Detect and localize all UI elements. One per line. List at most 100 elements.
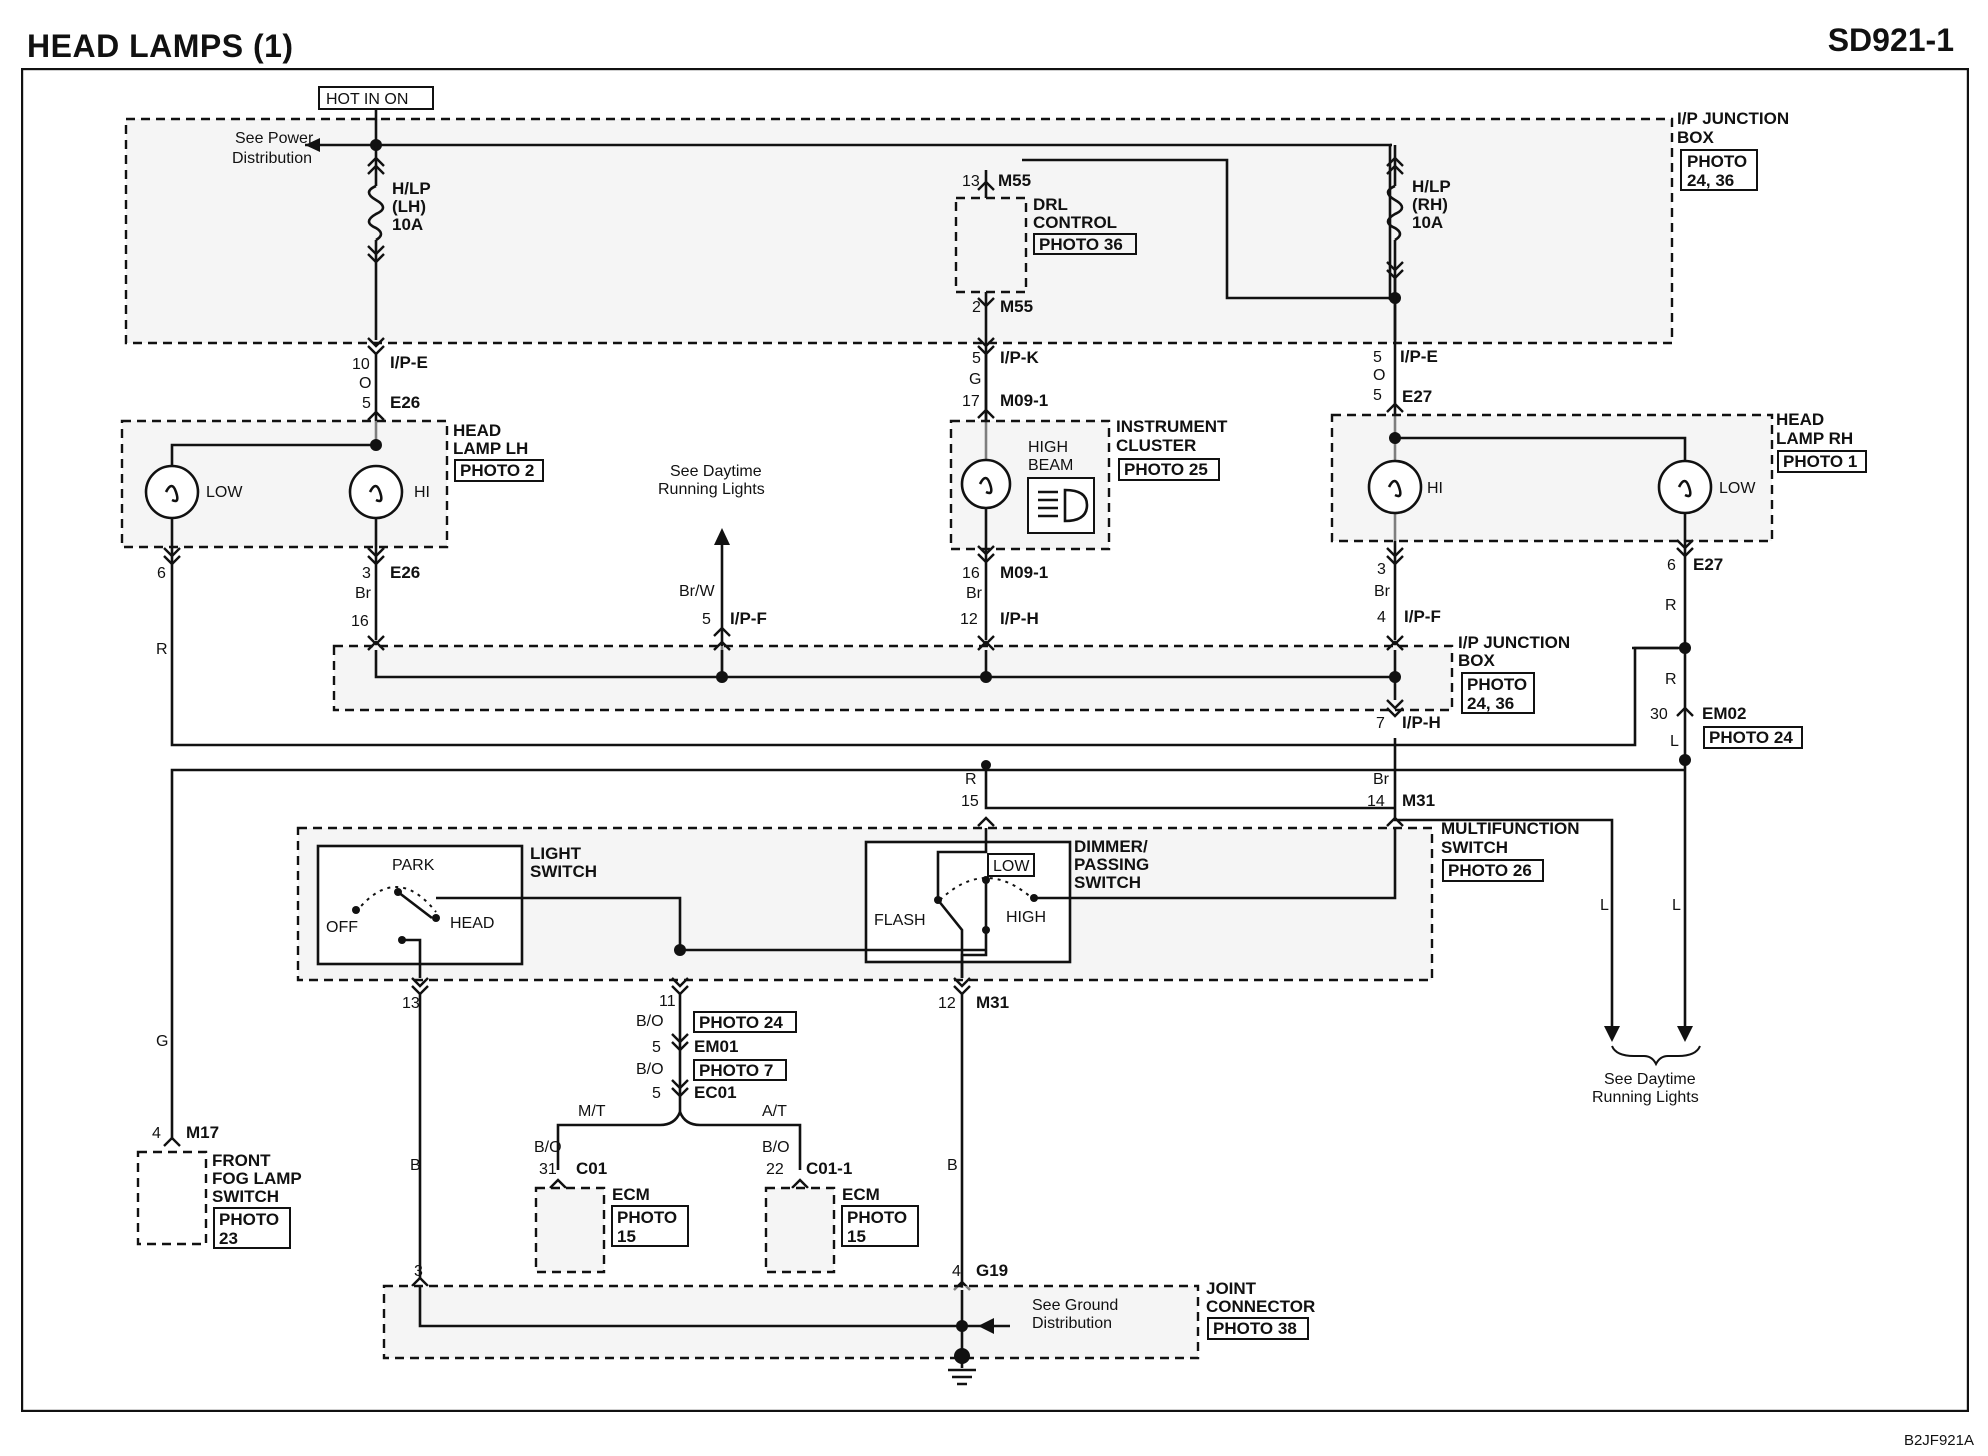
em01-photo: PHOTO 24: [699, 1013, 783, 1032]
wire-g: G: [969, 371, 981, 388]
dimmer-title-3: SWITCH: [1074, 873, 1141, 892]
dimmer-title: DIMMER/: [1074, 837, 1148, 856]
page-title: HEAD LAMPS (1): [27, 28, 294, 64]
fog-photo: PHOTO: [219, 1210, 279, 1229]
ip-junction-mid-photo: PHOTO: [1467, 675, 1527, 694]
instrument-cluster: INSTRUMENT CLUSTER PHOTO 25 HIGH BEAM: [949, 417, 1228, 551]
multifunction-photo: PHOTO 26: [1448, 861, 1532, 880]
wire-r-m: R: [965, 771, 977, 788]
wire-br-rh: Br: [1374, 583, 1391, 600]
wire-r-lh: R: [156, 641, 168, 658]
conn-m17: M17: [186, 1123, 219, 1142]
c01-pin: 31: [539, 1161, 557, 1178]
conn-ec01-pin: 5: [652, 1085, 661, 1102]
lamp-rh-hi-label: HI: [1427, 480, 1443, 497]
ip-junction-top-box: BOX: [1677, 128, 1715, 147]
conn-m31-14: 14: [1367, 793, 1385, 810]
ip-junction-top-photo-num: 24, 36: [1687, 171, 1734, 190]
ecm-at-photo-num: 15: [847, 1227, 866, 1246]
conn-ipk-pin: 5: [972, 350, 981, 367]
schematic-frame: I/P JUNCTION BOX PHOTO 24, 36 HOT IN ON …: [21, 68, 1969, 1412]
page-code: SD921-1: [1827, 22, 1954, 58]
conn-em02: EM02: [1702, 704, 1746, 723]
cluster-photo: PHOTO 25: [1124, 460, 1208, 479]
conn-m091-top: M09-1: [1000, 391, 1048, 410]
light-switch-park: PARK: [392, 857, 435, 874]
dimmer-title-2: PASSING: [1074, 855, 1149, 874]
wire-br-m: Br: [1373, 771, 1390, 788]
drl-photo: PHOTO 36: [1039, 235, 1123, 254]
wire-bo1: B/O: [636, 1013, 664, 1030]
conn-e26-bot: E26: [390, 563, 420, 582]
conn-m31: M31: [1402, 791, 1435, 810]
lamp-lh-hi-label: HI: [414, 484, 430, 501]
ip-junction-top-photo: PHOTO: [1687, 152, 1747, 171]
drl-pin-top: 13: [962, 173, 980, 190]
wire-b-ls: B: [410, 1157, 421, 1174]
joint-title: JOINT: [1206, 1279, 1257, 1298]
head-lamp-rh-title: HEAD: [1776, 410, 1824, 429]
lamp-rh-low-pin: 6: [1667, 557, 1676, 574]
conn-ls-13: 13: [402, 995, 420, 1012]
conn-ipe-rh: I/P-E: [1400, 347, 1438, 366]
conn-ipk: I/P-K: [1000, 348, 1039, 367]
hot-in-on-label: HOT IN ON: [326, 91, 408, 108]
drl-control-module: 13 M55 DRL CONTROL PHOTO 36 2 M55: [954, 171, 1137, 316]
fog-title-2: FOG LAMP: [212, 1169, 302, 1188]
daytime-top-label-2: Running Lights: [658, 481, 765, 498]
conn-g19: G19: [976, 1261, 1008, 1280]
head-lamp-lh-title: HEAD: [453, 421, 501, 440]
ip-junction-mid-box: BOX: [1458, 651, 1496, 670]
lamp-lh-low-pin: 6: [157, 565, 166, 582]
lamp-rh-low-label: LOW: [1719, 480, 1756, 497]
fuse-rh-side: (RH): [1412, 195, 1448, 214]
conn-em02-pin: 30: [1650, 706, 1668, 723]
daytime-right-label: See Daytime: [1604, 1071, 1696, 1088]
conn-e27-top: E27: [1402, 387, 1432, 406]
wire-l-em02: L: [1670, 733, 1679, 750]
see-ground-label: See Ground: [1032, 1297, 1118, 1314]
fog-photo-num: 23: [219, 1229, 238, 1248]
c011-wire: B/O: [762, 1139, 790, 1156]
cluster-title: INSTRUMENT: [1116, 417, 1228, 436]
drl-pin-bot: 2: [972, 299, 981, 316]
conn-ipe-rh-pin: 5: [1373, 349, 1382, 366]
conn-ipf-c-pin: 5: [702, 611, 711, 628]
high-beam-label: HIGH: [1028, 439, 1068, 456]
conn-ipf-c: I/P-F: [730, 609, 767, 628]
daytime-top-label: See Daytime: [670, 463, 762, 480]
drl-label-2: CONTROL: [1033, 213, 1117, 232]
lamp-rh-low-bulb: [1657, 459, 1713, 515]
ip-junction-box-mid: I/P JUNCTION BOX PHOTO 24, 36: [332, 633, 1570, 714]
daytime-right-label-2: Running Lights: [1592, 1089, 1699, 1106]
wire-o-rh: O: [1373, 367, 1385, 384]
see-power-distribution: Distribution: [232, 150, 312, 167]
diagram-id: B2JF921A: [1903, 1432, 1974, 1449]
wire-o-lh: O: [359, 375, 371, 392]
lamp-lh-low-label: LOW: [206, 484, 243, 501]
fuse-lh-rating: 10A: [392, 215, 423, 234]
multifunction-title: MULTIFUNCTION: [1441, 819, 1580, 838]
head-lamp-rh-photo: PHOTO 1: [1783, 452, 1857, 471]
lamp-lh-hi-bulb: [348, 464, 404, 520]
high-beam-indicator-icon: [1027, 477, 1095, 534]
conn-ipf-lh-pin: 16: [351, 613, 369, 630]
ec01-photo: PHOTO 7: [699, 1061, 773, 1080]
conn-ec01: EC01: [694, 1083, 737, 1102]
conn-iph-c-pin: 12: [960, 611, 978, 628]
wire-br-lh: Br: [355, 585, 372, 602]
fuse-rh-name: H/LP: [1412, 177, 1451, 196]
drl-conn-top: M55: [998, 171, 1031, 190]
conn-em02-photo: PHOTO 24: [1709, 728, 1793, 747]
conn-iph-rh: I/P-H: [1402, 713, 1441, 732]
head-lamp-lh: HEAD LAMP LH PHOTO 2 LOW HI: [120, 419, 544, 549]
high-beam-label-2: BEAM: [1028, 457, 1073, 474]
conn-em01-11: 11: [659, 993, 676, 1010]
conn-e26-top: E26: [390, 393, 420, 412]
conn-em01: EM01: [694, 1037, 738, 1056]
conn-e26-top-pin: 5: [362, 395, 371, 412]
joint-photo: PHOTO 38: [1213, 1319, 1297, 1338]
conn-m31-bot: M31: [976, 993, 1009, 1012]
wire-g-fog: G: [156, 1033, 168, 1050]
dimmer-high: HIGH: [1006, 909, 1046, 926]
